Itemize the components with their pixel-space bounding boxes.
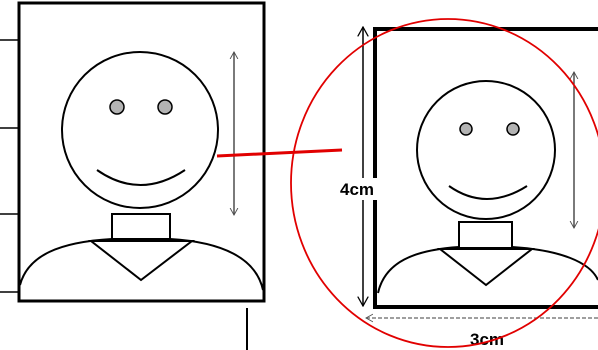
left-collar bbox=[88, 240, 195, 282]
right-mouth bbox=[448, 185, 528, 200]
left-eye-right bbox=[157, 99, 173, 115]
highlight-circle bbox=[290, 18, 598, 348]
right-eye-left bbox=[459, 122, 473, 136]
right-photo bbox=[373, 27, 598, 309]
right-head bbox=[416, 80, 556, 220]
highlight-connector bbox=[216, 148, 343, 158]
left-edge-lines bbox=[0, 39, 20, 293]
right-collar bbox=[437, 248, 535, 287]
left-head bbox=[61, 51, 219, 209]
left-mouth bbox=[96, 169, 186, 186]
width-label: 3cm bbox=[470, 330, 504, 349]
left-photo bbox=[17, 1, 266, 303]
right-eye-right bbox=[506, 122, 520, 136]
height-label: 4cm bbox=[340, 180, 374, 199]
right-neck bbox=[458, 221, 513, 249]
left-neck bbox=[111, 213, 171, 240]
left-eye-left bbox=[109, 99, 125, 115]
